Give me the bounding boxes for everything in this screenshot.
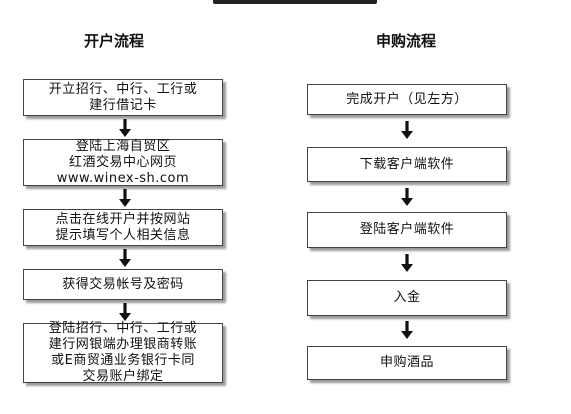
right-step-4: 入金 (307, 280, 507, 316)
cropped-title-remnant (213, 0, 377, 4)
arrow-down-icon (400, 320, 414, 340)
arrow-down-icon (118, 248, 132, 268)
left-step-4: 获得交易帐号及密码 (23, 269, 223, 300)
arrow-down-icon (118, 118, 132, 138)
left-step-5: 登陆招行、中行、工行或 建行网银端办理银商转账 或E商贸通业务银行卡同 交易账户… (23, 321, 223, 384)
arrow-down-icon (118, 302, 132, 322)
right-step-1: 完成开户（见左方） (307, 84, 507, 115)
left-step-1: 开立招行、中行、工行或 建行借记卡 (23, 79, 223, 116)
right-flow-title: 申购流程 (376, 32, 437, 50)
right-step-5: 申购酒品 (307, 346, 507, 380)
arrow-down-icon (400, 120, 414, 140)
left-step-3: 点击在线开户并按网站 提示填写个人相关信息 (23, 209, 223, 246)
right-step-2: 下载客户端软件 (307, 147, 507, 182)
right-step-3: 登陆客户端软件 (307, 212, 507, 248)
left-flow-title: 开户流程 (84, 32, 145, 50)
left-step-2: 登陆上海自贸区 红酒交易中心网页 www.winex-sh.com (23, 139, 223, 186)
arrow-down-icon (400, 253, 414, 273)
arrow-down-icon (400, 187, 414, 207)
arrow-down-icon (118, 188, 132, 208)
